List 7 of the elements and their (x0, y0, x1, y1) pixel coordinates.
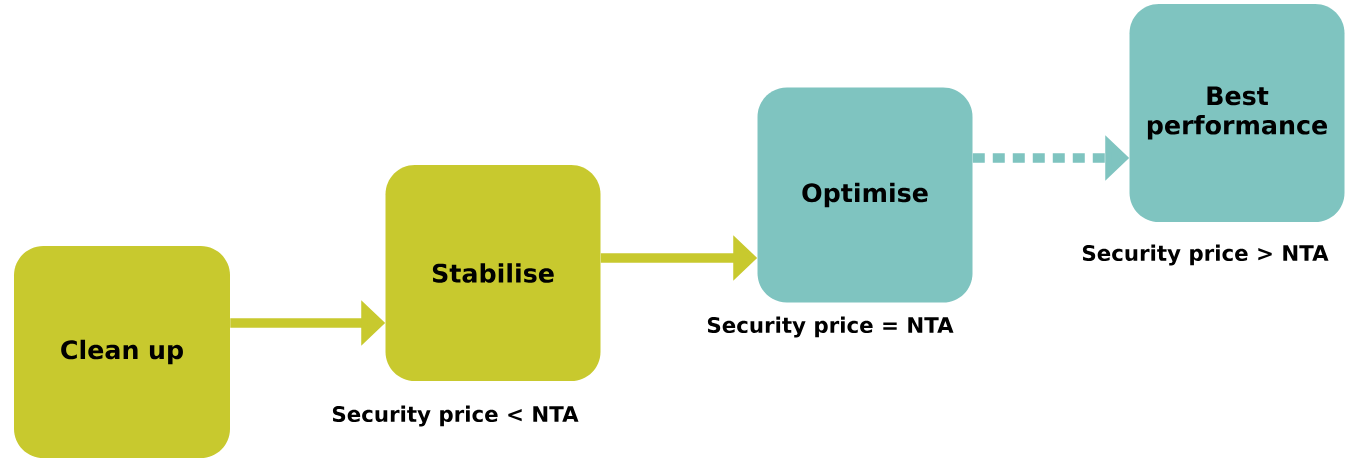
process-box: Stabilise (385, 165, 601, 381)
node-label: Security price < NTA (332, 405, 579, 427)
node-label: Security price = NTA (707, 316, 954, 338)
process-box: Best performance (1129, 4, 1345, 222)
process-box: Optimise (757, 87, 973, 303)
node-label: Security price > NTA (1082, 244, 1329, 266)
process-box: Clean up (14, 246, 230, 458)
